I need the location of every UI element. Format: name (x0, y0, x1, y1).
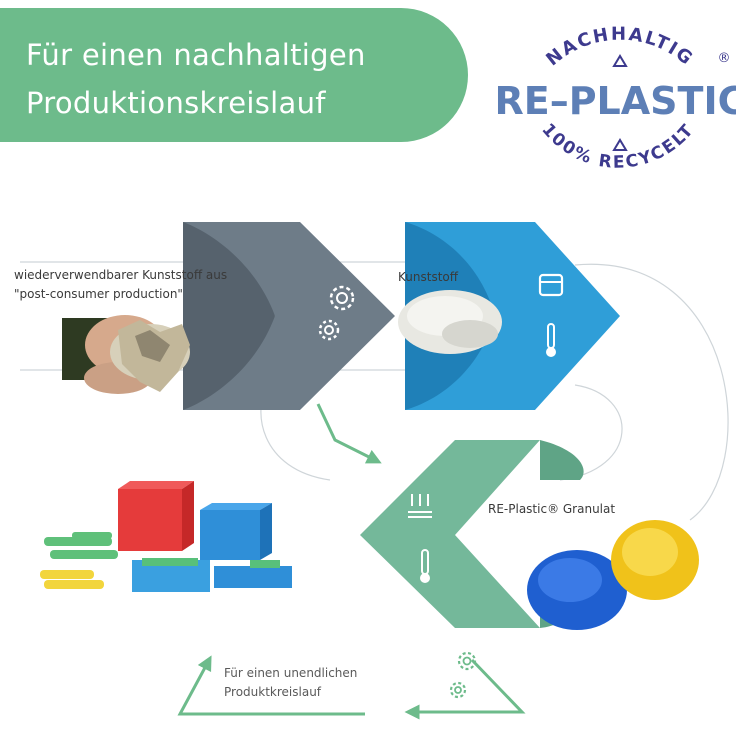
header-title-line-2: Produktionskreislauf (26, 86, 326, 120)
thermometer-icon (420, 549, 430, 583)
step1-label-line-2: "post-consumer production" (14, 287, 183, 301)
seal-brand: RE–PLASTIC (494, 79, 736, 123)
seal-bottom-text: 100% RECYCELT (537, 120, 698, 173)
loop-arrow-icon (316, 403, 382, 464)
loop-label-line-1: Für einen unendlichen (224, 666, 358, 680)
pressure-arrows-icon (408, 494, 432, 518)
flow-arrows (177, 403, 526, 720)
gray-chevron (183, 222, 395, 410)
seal-registered-mark: ® (718, 51, 731, 66)
blue-granulate-image (527, 550, 627, 630)
loop-arrow-icon (404, 658, 526, 720)
step1-label-line-1: wiederverwendbarer Kunststoff aus (14, 268, 228, 282)
re-plastic-seal: NACHHALTIG RE–PLASTIC ® 100% RECYCELT (494, 24, 736, 173)
recycle-icon (612, 54, 628, 67)
loop-arrow-icon (177, 655, 365, 716)
loop-label-line-2: Produktkreislauf (224, 685, 322, 699)
gear-icon (457, 651, 477, 671)
yellow-granulate-image (611, 520, 699, 600)
header-title-line-1: Für einen nachhaltigen (26, 38, 366, 72)
gear-icon (329, 285, 355, 311)
step3-label: RE-Plastic® Granulat (488, 502, 616, 516)
white-plastic-pellets-image (398, 290, 502, 354)
seal-top-text: NACHHALTIG (542, 24, 697, 71)
step2-label: Kunststoff (398, 270, 459, 284)
thermometer-icon (546, 323, 556, 357)
plastic-products-image (40, 481, 292, 592)
header-banner: Für einen nachhaltigen Produktionskreisl… (0, 8, 468, 142)
gear-icon (318, 319, 340, 341)
shredded-plastic-hands-image (62, 315, 190, 394)
paint-bucket-icon (538, 273, 564, 297)
gear-icon (449, 681, 467, 699)
recycle-icon (612, 138, 628, 151)
